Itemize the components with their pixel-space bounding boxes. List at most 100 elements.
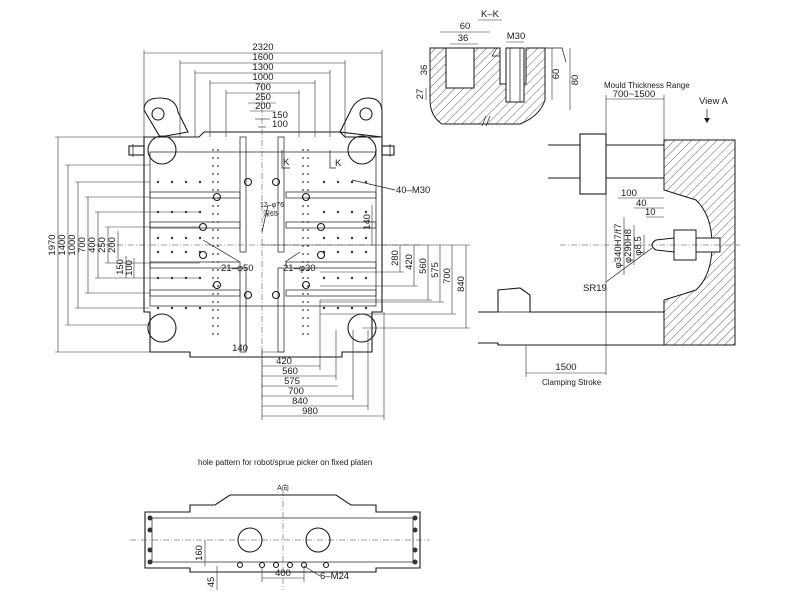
tiebar-hole-top-right <box>347 135 377 165</box>
platen-hole <box>302 333 304 335</box>
platen-hole <box>170 180 174 184</box>
platen-hole <box>302 245 304 247</box>
dim-left-100: 100 <box>124 260 135 276</box>
platen-hole <box>307 149 309 151</box>
platen-hole <box>336 306 340 310</box>
platen-hole <box>217 165 219 167</box>
platen-hole <box>156 180 160 184</box>
platen-hole <box>364 306 368 310</box>
platen-hole <box>307 173 309 175</box>
platen-hole <box>212 253 214 255</box>
platen-hole <box>302 237 304 239</box>
bottom-view-title: hole pattern for robot/sprue picker on f… <box>198 458 372 467</box>
platen-hole <box>217 245 219 247</box>
t-slots <box>149 136 377 353</box>
platen-hole <box>322 236 326 240</box>
platen-hole <box>217 261 219 263</box>
platen-hole <box>217 277 219 279</box>
platen-hole <box>307 189 309 191</box>
bottom-tiebar-left <box>237 527 263 553</box>
dim-top-700: 700 <box>255 82 271 93</box>
platen-hole <box>336 250 340 254</box>
k-mark-right: K <box>335 158 342 169</box>
platen-hole <box>302 253 304 255</box>
m24-holes <box>236 561 330 569</box>
dim-right-140: 140 <box>362 214 373 230</box>
platen-hole <box>336 180 340 184</box>
platen-hole <box>217 285 219 287</box>
platen-hole <box>336 210 340 214</box>
front-view: 2320 1600 1300 1000 700 250 200 150 100 <box>47 42 470 420</box>
platen-hole <box>217 189 219 191</box>
platen-hole <box>184 236 188 240</box>
dim-left-700: 700 <box>77 237 88 253</box>
platen-hole <box>212 173 214 175</box>
platen-hole <box>217 325 219 327</box>
platen-hole <box>350 236 354 240</box>
bottom-tiebar-right <box>305 527 331 553</box>
platen-hole <box>302 221 304 223</box>
platen-hole <box>364 236 368 240</box>
side-dim-10: 10 <box>645 207 656 218</box>
platen-hole <box>212 205 214 207</box>
dim-right-420: 420 <box>404 254 415 270</box>
dim-right-560: 560 <box>418 258 429 274</box>
platen-hole <box>217 301 219 303</box>
platen-hole <box>322 210 326 214</box>
section-kk-title: K–K <box>481 9 500 20</box>
platen-hole <box>212 277 214 279</box>
platen-hole <box>156 250 160 254</box>
platen-hole <box>302 277 304 279</box>
dim-bottom-700: 700 <box>288 386 304 397</box>
platen-hole <box>212 189 214 191</box>
platen-hole <box>336 276 340 280</box>
platen-hole <box>212 213 214 215</box>
bottom-dim-400: 400 <box>275 568 291 579</box>
platen-hole <box>350 306 354 310</box>
side-dim-100: 100 <box>621 188 637 199</box>
platen-hole <box>307 269 309 271</box>
dim-bottom-980: 980 <box>302 406 318 417</box>
platen-hole <box>302 189 304 191</box>
kk-dim-m30: M30 <box>507 31 525 42</box>
platen-hole <box>217 197 219 199</box>
top-right-ear-hole <box>359 107 373 121</box>
platen-hole <box>302 229 304 231</box>
kk-dim-80: 80 <box>570 75 581 86</box>
platen-hole <box>217 213 219 215</box>
platen-hole <box>156 236 160 240</box>
dim-bottom-575: 575 <box>284 376 300 387</box>
platen-hole <box>302 301 304 303</box>
side-dim-phi290: φ290H8 <box>623 229 634 263</box>
platen-hole <box>302 269 304 271</box>
label-depth-65: 深65 <box>263 209 278 218</box>
lower-tiebar <box>478 287 664 346</box>
platen-hole <box>302 149 304 151</box>
platen-hole <box>350 250 354 254</box>
platen-hole <box>302 173 304 175</box>
label-21-phi30: 21–φ30 <box>283 263 316 274</box>
bottom-view: hole pattern for robot/sprue picker on f… <box>130 458 430 590</box>
platen-hole <box>198 236 202 240</box>
platen-hole <box>217 205 219 207</box>
platen-hole <box>302 165 304 167</box>
platen-hole <box>184 250 188 254</box>
side-dim-40: 40 <box>636 198 647 209</box>
bottom-platen-outline <box>144 494 421 573</box>
platen-hole <box>336 236 340 240</box>
left-pin <box>128 145 145 156</box>
dim-bottom-420: 420 <box>276 356 292 367</box>
platen-hole <box>212 229 214 231</box>
label-12-phi76: 12–φ76 <box>260 202 284 209</box>
kk-dim-36-left: 36 <box>419 65 430 76</box>
platen-hole <box>302 205 304 207</box>
platen-hole <box>322 306 326 310</box>
platen-hole <box>217 229 219 231</box>
platen-hole <box>307 293 309 295</box>
platen-hole <box>217 173 219 175</box>
kk-m30-hole <box>505 47 525 103</box>
platen-hole <box>307 221 309 223</box>
kk-dim-60-top: 60 <box>460 21 471 32</box>
mould-thickness-value: 700~1500 <box>613 89 656 100</box>
